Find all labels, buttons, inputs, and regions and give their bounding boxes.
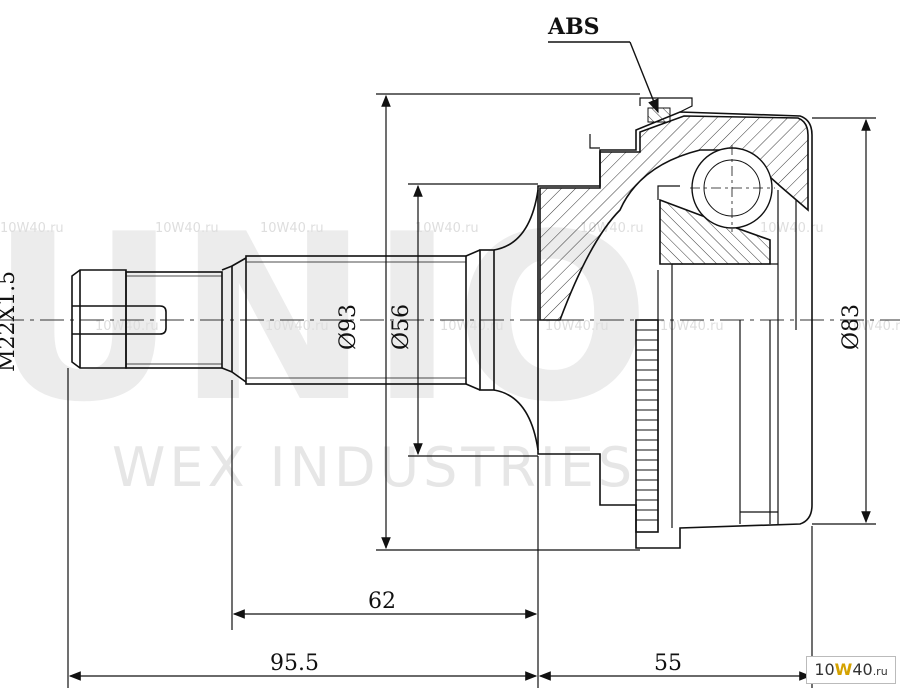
site-logo[interactable]: 10W40.ru — [806, 656, 896, 684]
watermark-tile: 10W40.ru — [260, 221, 324, 236]
dia-joint-label: Ø83 — [839, 304, 864, 350]
dim-dia-83 — [812, 117, 876, 525]
logo-suffix: .ru — [872, 665, 888, 678]
watermark-subtitle: WEX INDUSTRIES — [112, 436, 636, 499]
bell-housing — [537, 97, 813, 549]
watermark-tile: 10W40.ru — [0, 221, 64, 236]
watermark-tile: 10W40.ru — [545, 319, 609, 334]
abs-callout: ABS — [547, 14, 659, 114]
thread-label: M22X1.5 — [0, 271, 20, 372]
watermark-tile: 10W40.ru — [440, 319, 504, 334]
logo-prefix: 10 — [814, 660, 835, 679]
watermark-tile: 10W40.ru — [265, 319, 329, 334]
dim-dia-56 — [408, 183, 538, 457]
len-95-label: 95.5 — [270, 651, 319, 676]
len-62-label: 62 — [368, 589, 396, 614]
dia-outer-label: Ø93 — [336, 304, 361, 350]
watermark-tile: 10W40.ru — [760, 221, 824, 236]
dia-inner-label: Ø56 — [389, 304, 414, 350]
dim-len-62 — [231, 380, 539, 688]
dim-dia-93 — [376, 93, 640, 551]
abs-label: ABS — [547, 14, 600, 40]
shaft — [71, 189, 539, 451]
watermark-tile: 10W40.ru — [845, 319, 900, 334]
watermark: UNIO WEX INDUSTRIES 10W40.ru 10W40.ru 10… — [0, 186, 900, 499]
watermark-tile: 10W40.ru — [95, 319, 159, 334]
watermark-tile: 10W40.ru — [660, 319, 724, 334]
logo-number: 40 — [852, 660, 873, 679]
watermark-tile: 10W40.ru — [415, 221, 479, 236]
len-55-label: 55 — [654, 651, 682, 676]
watermark-tile: 10W40.ru — [155, 221, 219, 236]
dim-len-95 — [67, 368, 538, 688]
logo-accent: W — [834, 660, 853, 679]
